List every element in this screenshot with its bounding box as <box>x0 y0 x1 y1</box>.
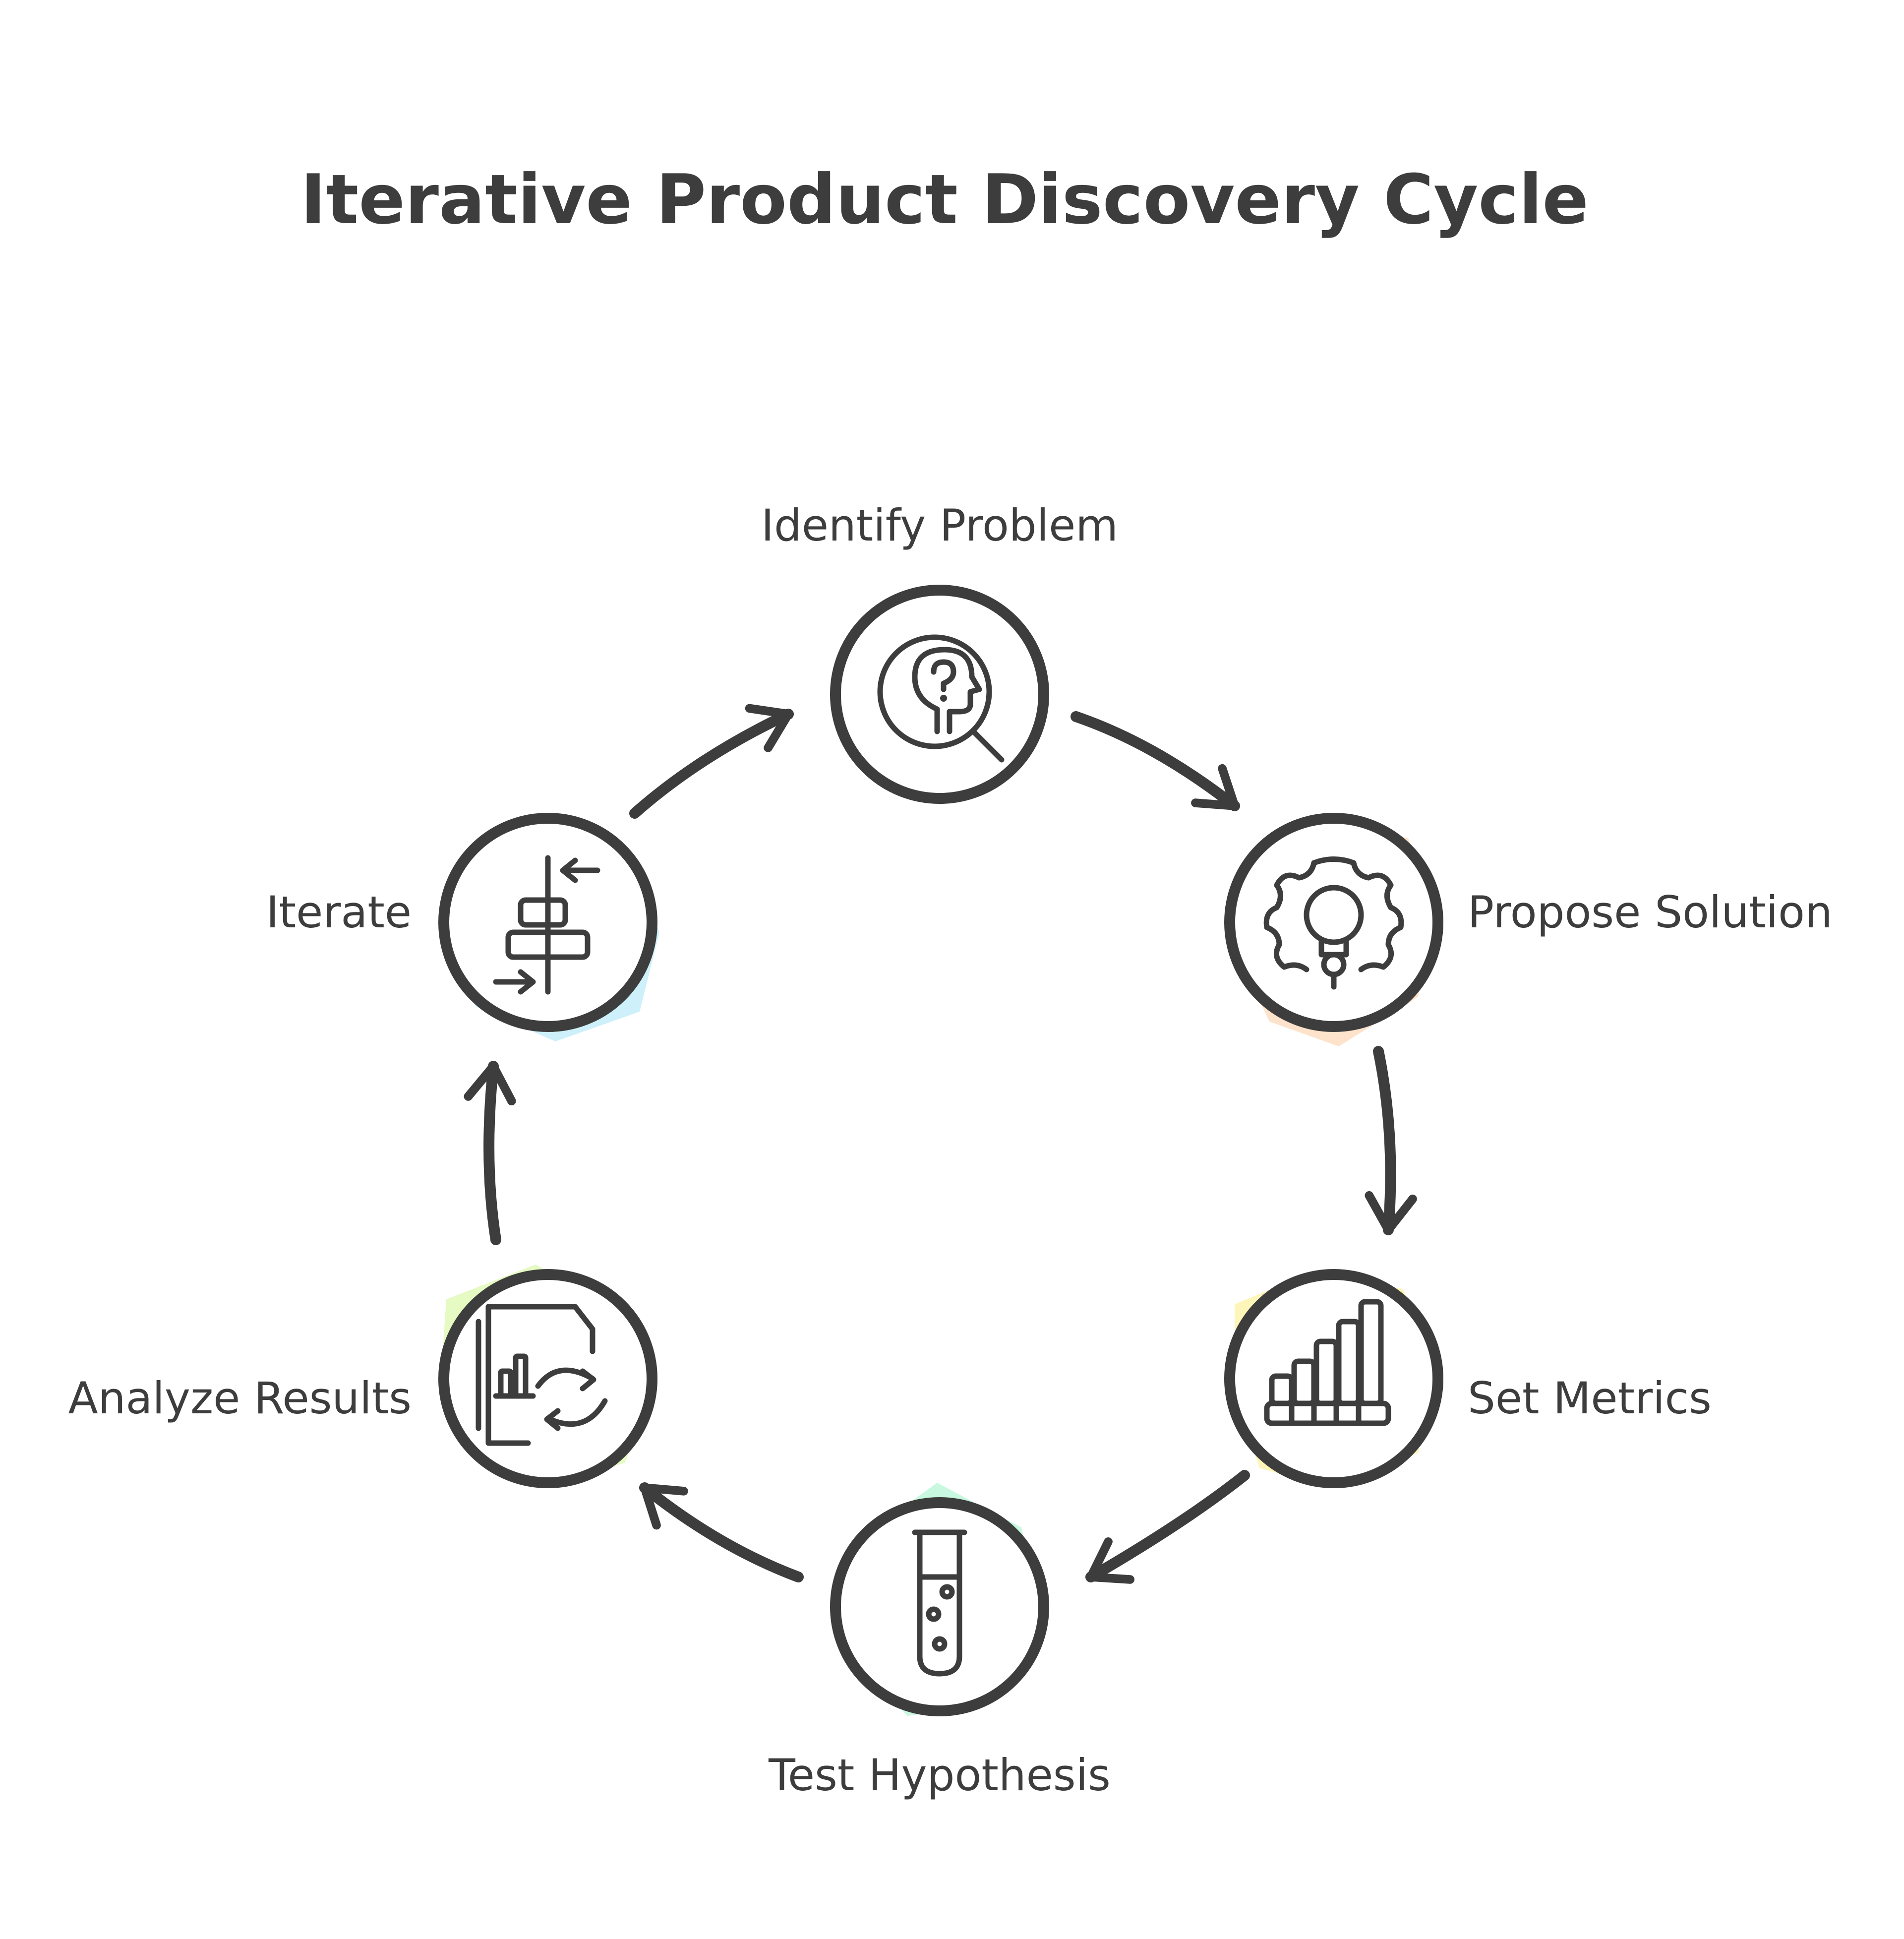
step-identify-problem: Identify Problem <box>761 500 1118 804</box>
step-iterate: Iterate <box>266 813 659 1041</box>
arrow-analyze-to-iterate <box>464 1061 516 1245</box>
step-ring <box>830 585 1049 804</box>
arrow-iterate-to-identify <box>629 704 794 819</box>
step-label: Test Hypothesis <box>768 1750 1111 1801</box>
arrow-metrics-to-test <box>1085 1470 1250 1584</box>
step-ring <box>1224 813 1443 1032</box>
step-ring <box>830 1497 1049 1716</box>
step-label: Propose Solution <box>1468 887 1833 938</box>
align-arrows-icon <box>493 855 600 995</box>
step-label: Iterate <box>266 887 412 938</box>
step-propose-solution: Propose Solution <box>1224 813 1833 1046</box>
step-set-metrics: Set Metrics <box>1224 1269 1712 1488</box>
arrow-propose-to-metrics <box>1365 1046 1417 1235</box>
step-label: Identify Problem <box>761 500 1118 551</box>
test-tube-icon <box>912 1529 967 1677</box>
gear-lightbulb-icon <box>1263 856 1404 990</box>
bar-chart-icon <box>1264 1299 1391 1426</box>
head-question-magnifier-icon <box>877 634 1005 763</box>
diagram-title: Iterative Product Discovery Cycle <box>300 160 1589 240</box>
arrow-test-to-analyze <box>639 1482 804 1582</box>
step-test-hypothesis: Test Hypothesis <box>768 1483 1111 1801</box>
arrow-identify-to-propose <box>1071 711 1240 811</box>
step-label: Analyze Results <box>68 1373 412 1424</box>
step-analyze-results: Analyze Results <box>68 1265 657 1488</box>
cycle-arrows <box>464 704 1417 1584</box>
document-chart-refresh-icon <box>476 1304 608 1446</box>
step-label: Set Metrics <box>1468 1373 1712 1424</box>
